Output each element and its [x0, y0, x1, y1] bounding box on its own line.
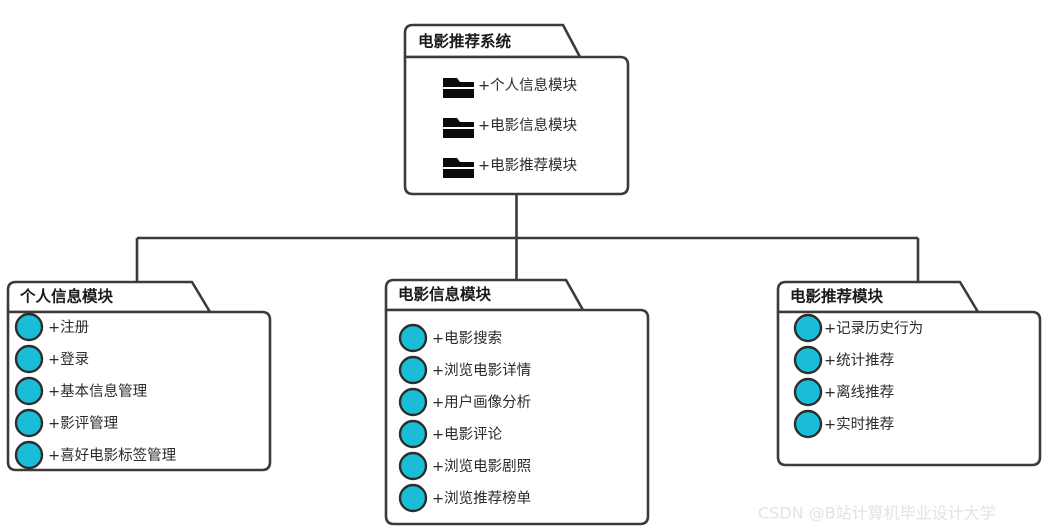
package-root[interactable]: 电影推荐系统 +个人信息模块 +电影信息模块 +电影推荐模块	[403, 23, 630, 196]
list-item[interactable]: +影评管理	[14, 408, 119, 438]
list-item-label: +基本信息管理	[48, 383, 148, 400]
package-movie-recommend-title: 电影推荐模块	[790, 287, 884, 306]
interface-circle-icon	[793, 345, 823, 375]
list-item-label: +登录	[48, 351, 89, 368]
interface-circle-icon	[398, 451, 428, 481]
package-movie-info-tab	[384, 278, 585, 312]
folder-icon	[443, 118, 474, 138]
list-item-label: +离线推荐	[824, 384, 894, 401]
interface-circle-icon	[398, 419, 428, 449]
interface-circle-icon	[14, 344, 44, 374]
list-item-label: +浏览电影剧照	[432, 458, 531, 475]
list-item[interactable]: +离线推荐	[793, 377, 894, 407]
list-item-label: +实时推荐	[824, 416, 894, 433]
root-item-2[interactable]: +电影推荐模块	[443, 157, 578, 178]
list-item[interactable]: +浏览推荐榜单	[398, 483, 531, 513]
root-item-1-label: +电影信息模块	[478, 117, 578, 134]
folder-icon	[443, 158, 474, 178]
list-item-label: +注册	[48, 319, 89, 336]
package-movie-recommend-body	[776, 310, 1042, 467]
package-movie-info[interactable]: 电影信息模块 +电影搜索 +浏览电影详情 +用户画像分析 +电影评论 +浏览电影…	[384, 278, 650, 526]
interface-circle-icon	[398, 483, 428, 513]
interface-circle-icon	[14, 376, 44, 406]
watermark-text: CSDN @B站计算机毕业设计大学	[758, 504, 996, 523]
folder-icon	[443, 78, 474, 98]
package-movie-recommend[interactable]: 电影推荐模块 +记录历史行为 +统计推荐 +离线推荐 +实时推荐	[776, 280, 1042, 467]
list-item-label: +浏览电影详情	[432, 362, 531, 379]
root-item-2-label: +电影推荐模块	[478, 157, 578, 174]
list-item-label: +喜好电影标签管理	[48, 447, 177, 464]
list-item[interactable]: +实时推荐	[793, 409, 894, 439]
package-person-info-body	[6, 310, 272, 472]
list-item[interactable]: +电影搜索	[398, 323, 502, 353]
list-item[interactable]: +注册	[14, 312, 89, 342]
package-movie-recommend-tab	[776, 280, 980, 314]
list-item[interactable]: +电影评论	[398, 419, 503, 449]
package-movie-info-title: 电影信息模块	[398, 285, 492, 304]
interface-circle-icon	[398, 387, 428, 417]
list-item-label: +电影搜索	[432, 330, 502, 347]
package-person-info-tab	[6, 280, 212, 314]
interface-circle-icon	[398, 355, 428, 385]
list-item[interactable]: +统计推荐	[793, 345, 894, 375]
interface-circle-icon	[14, 440, 44, 470]
interface-circle-icon	[793, 377, 823, 407]
list-item[interactable]: +喜好电影标签管理	[14, 440, 177, 470]
list-item-label: +用户画像分析	[432, 394, 531, 411]
list-item[interactable]: +浏览电影剧照	[398, 451, 531, 481]
root-item-0[interactable]: +个人信息模块	[443, 77, 578, 98]
interface-circle-icon	[793, 409, 823, 439]
root-item-0-label: +个人信息模块	[478, 77, 578, 94]
package-movie-info-body	[384, 308, 650, 526]
list-item-label: +影评管理	[48, 415, 119, 432]
root-item-1[interactable]: +电影信息模块	[443, 117, 578, 138]
list-item-label: +电影评论	[432, 426, 503, 443]
list-item-label: +记录历史行为	[824, 320, 923, 337]
package-person-info-title: 个人信息模块	[19, 287, 114, 306]
interface-circle-icon	[14, 408, 44, 438]
package-person-info[interactable]: 个人信息模块 +注册 +登录 +基本信息管理 +影评管理 +喜好电影标签管理	[6, 280, 272, 472]
list-item[interactable]: +记录历史行为	[793, 313, 923, 343]
package-root-title: 电影推荐系统	[418, 32, 512, 51]
package-root-tab	[403, 23, 582, 59]
list-item[interactable]: +浏览电影详情	[398, 355, 531, 385]
list-item-label: +统计推荐	[824, 352, 894, 369]
interface-circle-icon	[14, 312, 44, 342]
interface-circle-icon	[793, 313, 823, 343]
interface-circle-icon	[398, 323, 428, 353]
list-item[interactable]: +用户画像分析	[398, 387, 531, 417]
list-item-label: +浏览推荐榜单	[432, 490, 531, 507]
list-item[interactable]: +基本信息管理	[14, 376, 148, 406]
list-item[interactable]: +登录	[14, 344, 89, 374]
